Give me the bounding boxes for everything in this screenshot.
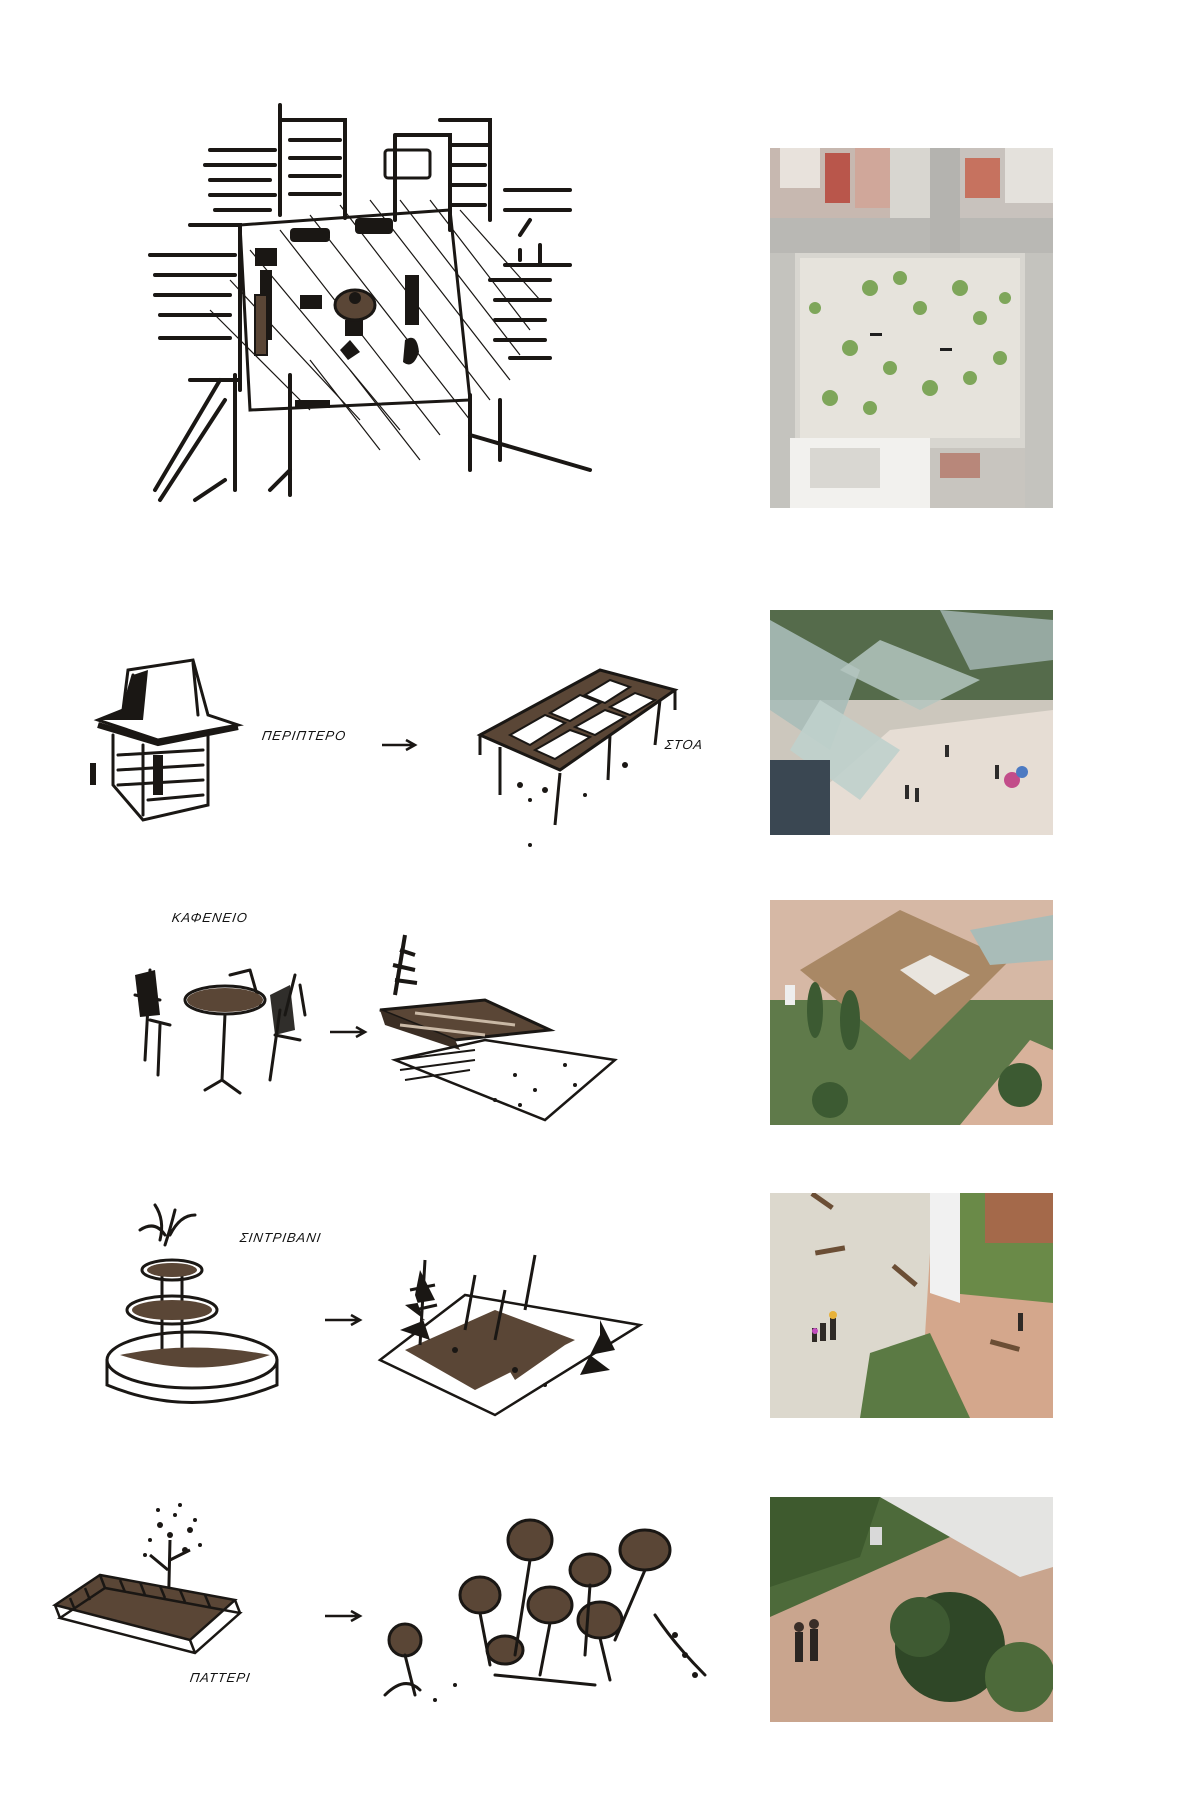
fountain-plaza-render [770,1193,1053,1418]
arrow-right-icon [325,1609,363,1623]
square-overview-sketch [148,103,592,502]
planter-sketch [51,1503,243,1655]
grove-sketch [377,1254,644,1417]
site-plan-render [770,148,1053,508]
kiosk-sketch [90,658,244,822]
stoa-label: ΣΤΟΑ [663,737,705,752]
fountain-sketch [105,1203,279,1404]
tree-cluster-sketch [383,1518,707,1702]
arrow-right-icon [325,1313,363,1327]
kafeneio-label: ΚΑΦΕΝΕΙΟ [170,910,249,925]
stoa-render [770,610,1053,835]
arrow-right-icon [382,738,418,752]
cafe-table-sketch [133,968,307,1095]
fountain-label: ΣΙΝΤΡΙΒΑΝΙ [238,1230,323,1245]
kiosk-label: ΠΕΡΙΠΤΕΡΟ [260,728,348,743]
planter-label: ΠΑΤΤΕΡΙ [188,1670,252,1685]
pergola-sketch [379,934,618,1122]
planter-render [770,1497,1053,1722]
stoa-sketch [476,668,679,847]
arrow-right-icon [330,1025,368,1039]
pergola-render [770,900,1053,1125]
